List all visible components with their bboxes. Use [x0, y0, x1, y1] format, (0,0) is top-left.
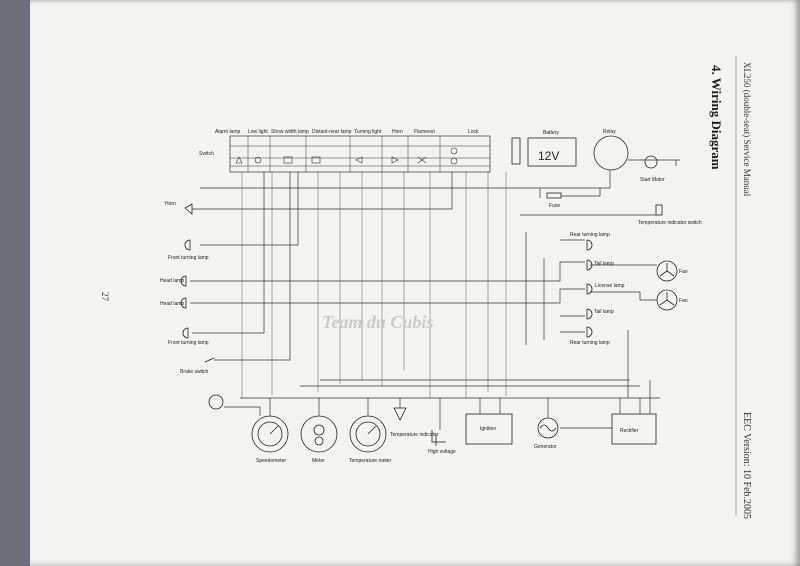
switch-col-alarm-lamp: Alarm lamp [215, 129, 241, 135]
front-turning-lamp-bottom: Front turning lamp [168, 327, 209, 346]
meter-label: Meter [312, 458, 325, 464]
version-text: EEC Version: 10 Feb.2005 [741, 412, 752, 519]
temperature-indicator-group: Temperature indicator [390, 407, 439, 438]
head-lamp-2-label: Head lamp [160, 301, 184, 307]
switch-col-distant-near-lamp: Distant-near lamp [312, 129, 352, 135]
tail-lamp-top-label: Tail lamp [594, 261, 614, 267]
temperature-meter-label: Temperature meter [349, 458, 392, 464]
front-turning-lamp-top-label: Front turning lamp [168, 255, 209, 261]
manual-title: XL250 (double-seat) Service Manual [742, 62, 752, 197]
front-turning-lamp-bottom-label: Front turning lamp [168, 340, 209, 346]
switch-row-label: Switch [199, 151, 214, 157]
ignition-label: Ignition [480, 426, 496, 432]
fan-2: Fan [656, 289, 688, 311]
license-lamp: License lamp [586, 283, 625, 295]
head-lamp-1-label: Head lamp [160, 278, 184, 284]
battery-group: Battery 12V [511, 130, 577, 167]
tail-lamp-bottom: Tail lamp [586, 308, 614, 320]
brake-switch-group: Brake switch [180, 357, 215, 375]
switch-col-low-light: Low light [248, 129, 268, 135]
switch-col-show-width-lamp: Show width lamp [271, 129, 309, 135]
switch-col-horn: Horn [392, 129, 403, 135]
temperature-meter-group: Temperature meter [349, 415, 392, 464]
tail-lamp-top: Tail lamp [586, 259, 614, 271]
watermark: Team du Cubis [322, 312, 433, 332]
wiring-harness [190, 170, 660, 430]
head-lamp-2: Head lamp [160, 297, 187, 309]
speedometer-label: Speedometer [256, 458, 286, 464]
license-lamp-label: License lamp [595, 283, 625, 289]
head-lamp-1: Head lamp [160, 275, 187, 287]
relay-label: Relay [603, 129, 616, 135]
generator-group: Generator [534, 417, 559, 450]
fuse-label: Fuse [549, 203, 560, 209]
page-number: 27 [100, 292, 110, 302]
temp-switch-label: Temperature indicator switch [638, 220, 702, 226]
ground-coil [208, 394, 224, 410]
high-voltage-group: High voltage [428, 430, 456, 455]
fan-2-label: Fan [679, 298, 688, 304]
section-title: 4. Wiring Diagram [709, 65, 724, 170]
fan-1-label: Fan [679, 269, 688, 275]
fuse-group: Fuse [546, 192, 562, 209]
rear-turning-lamp-bottom: Rear turning lamp [570, 326, 610, 346]
front-turning-lamp-top: Front turning lamp [168, 239, 209, 261]
rear-turning-lamp-bottom-label: Rear turning lamp [570, 340, 610, 346]
switch-col-flameout: Flameout [414, 129, 435, 135]
manual-page [30, 0, 800, 566]
battery-voltage: 12V [538, 149, 559, 163]
rear-turning-lamp-top-label: Rear turning lamp [570, 232, 610, 238]
relay-group: Relay [593, 129, 629, 171]
rectifier-group: Rectifier [611, 413, 657, 445]
temp-switch-group: Temperature indicator switch [638, 204, 702, 226]
brake-switch-label: Brake switch [180, 369, 209, 375]
start-motor-group: Start Motor [628, 155, 680, 183]
rectifier-label: Rectifier [620, 428, 639, 434]
generator-label: Generator [534, 444, 557, 450]
battery-label: Battery [543, 130, 559, 136]
ignition-group: Ignition [465, 413, 513, 445]
horn-group: Horn [165, 201, 193, 215]
horn-label: Horn [165, 201, 176, 207]
switch-grid: Switch Alarm lamp Low light Show width l… [199, 129, 491, 173]
switch-col-lock: Lock [468, 129, 479, 135]
fan-1: Fan [656, 260, 688, 282]
speedometer-group: Speedometer [251, 415, 289, 464]
tail-lamp-bottom-label: Tail lamp [594, 309, 614, 315]
switch-col-turning-light: Turning light [354, 129, 382, 135]
temperature-indicator-label: Temperature indicator [390, 432, 439, 438]
rear-turning-lamp-top: Rear turning lamp [570, 232, 610, 251]
high-voltage-label: High voltage [428, 449, 456, 455]
meter-group: Meter [300, 415, 338, 464]
start-motor-label: Start Motor [640, 177, 665, 183]
